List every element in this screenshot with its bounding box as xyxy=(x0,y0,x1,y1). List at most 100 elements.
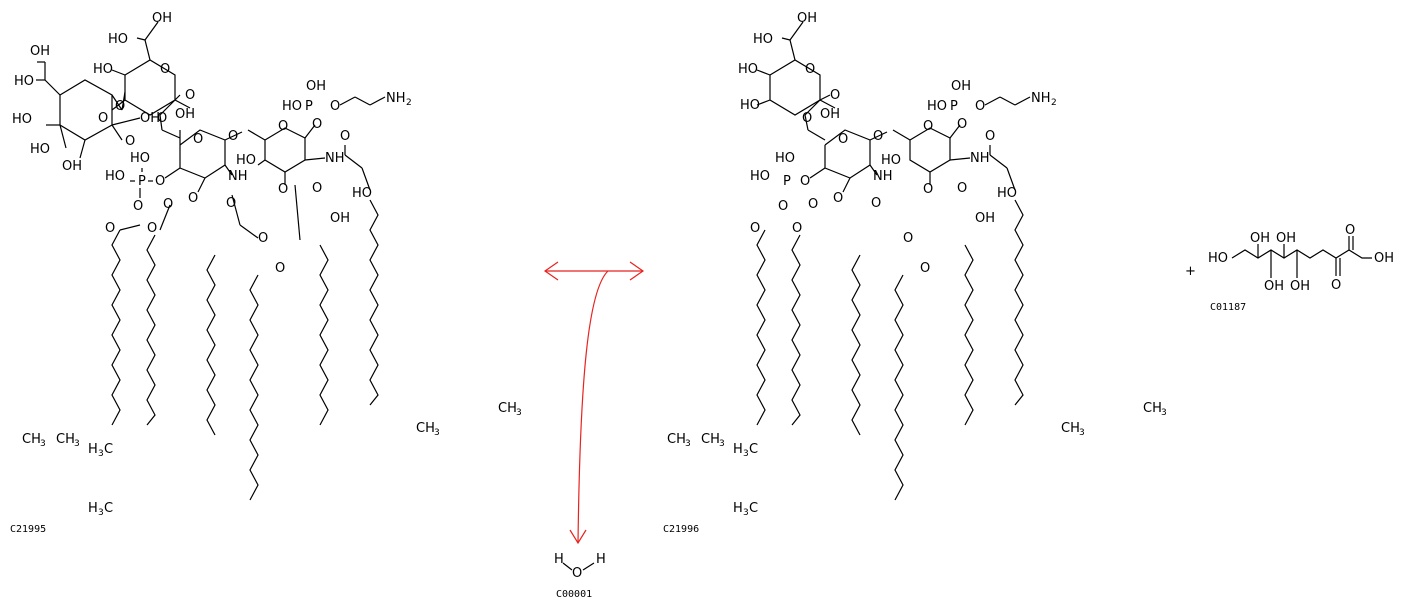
atom-label: O xyxy=(1345,223,1355,238)
atom-label: OH xyxy=(1290,279,1310,294)
compound-id-label: C21996 xyxy=(663,524,699,535)
atom-label: O xyxy=(830,88,840,103)
atom-label: O xyxy=(802,111,812,126)
atom-label: O xyxy=(278,119,288,134)
atom-label: CH xyxy=(416,421,435,436)
atom-label: O xyxy=(157,111,167,126)
glcn-ring-1-product xyxy=(809,129,888,193)
atom-label: OH xyxy=(175,107,195,122)
atom-label: O xyxy=(115,99,125,114)
atom-label: HO xyxy=(1208,251,1228,266)
compound-id-label: C00001 xyxy=(556,589,592,600)
atom-label: O xyxy=(125,134,135,149)
atom-label: HO xyxy=(927,99,947,114)
atom-label: OH xyxy=(152,11,172,26)
kdo-ring-inner xyxy=(111,21,191,139)
atom-label: CH xyxy=(1061,421,1080,436)
atom-label: OH xyxy=(1250,231,1270,246)
atom-label: O xyxy=(226,196,236,211)
atom-label: CH xyxy=(22,432,41,447)
atom-label: O xyxy=(312,181,322,196)
atom-label: O xyxy=(985,129,995,144)
atom-label: HO xyxy=(14,74,34,89)
atom-label: O xyxy=(105,221,115,236)
atom-label: OH xyxy=(330,211,350,226)
atom-label: O xyxy=(923,119,933,134)
atom-label: 3 xyxy=(516,408,522,418)
atom-label: O xyxy=(340,129,350,144)
atom-label: O xyxy=(185,88,195,103)
water-h1: H xyxy=(554,552,564,567)
atom-label: OH xyxy=(975,211,995,226)
atom-label: HO xyxy=(881,153,901,168)
atom-label: O xyxy=(805,62,815,77)
atom-label: HO xyxy=(30,142,50,157)
atom-label: O xyxy=(275,261,285,276)
atom-label: OH xyxy=(62,159,82,174)
atom-label: 3 xyxy=(40,439,46,449)
atom-label: P xyxy=(950,99,958,114)
atom-label: O xyxy=(923,182,933,197)
atom-label: 3 xyxy=(1161,408,1167,418)
plus-sign: + xyxy=(1185,264,1196,279)
atom-label: NH xyxy=(386,91,406,106)
atom-label: HO xyxy=(236,153,256,168)
atom-label: HO xyxy=(352,186,372,201)
atom-label: OH xyxy=(951,79,971,94)
atom-label: O xyxy=(778,199,788,214)
atom-label: 2 xyxy=(1051,98,1057,108)
kdo-ring-product xyxy=(756,21,836,141)
atom-label: H xyxy=(88,442,98,457)
atom-label: HO xyxy=(108,32,128,47)
atom-label: 3 xyxy=(434,428,440,438)
acyl-chains-right xyxy=(756,199,1024,501)
atom-label: P xyxy=(138,174,146,189)
atom-label: HO xyxy=(130,151,150,166)
atom-label: P xyxy=(305,99,313,114)
glcn-ring-2-product xyxy=(892,124,971,185)
compound-id-label: C01187 xyxy=(1210,302,1246,313)
atom-label: O xyxy=(957,181,967,196)
atom-label: O xyxy=(147,221,157,236)
atom-label: O xyxy=(193,132,203,147)
atom-label: O xyxy=(160,62,170,77)
atom-label: C xyxy=(104,501,113,516)
atom-label: O xyxy=(957,117,967,132)
atom-label: HO xyxy=(282,99,302,114)
atom-label: O xyxy=(838,132,848,147)
kdo-molecule-c01187 xyxy=(1231,236,1372,278)
atom-label: NH xyxy=(970,151,990,166)
atom-label: HO xyxy=(12,112,32,127)
atom-label: HO xyxy=(740,98,760,113)
acyl-chains-left xyxy=(111,199,379,501)
atom-label: O xyxy=(871,196,881,211)
atom-label: 3 xyxy=(98,508,104,518)
atom-label: O xyxy=(98,111,108,126)
atom-label: H xyxy=(733,501,743,516)
atom-label: 2 xyxy=(406,98,412,108)
atom-label: C xyxy=(749,501,758,516)
atom-label: O xyxy=(163,197,173,212)
atom-label: CH xyxy=(701,432,720,447)
atom-label: CH xyxy=(498,401,517,416)
atom-label: O xyxy=(808,197,818,212)
atom-label: O xyxy=(278,182,288,197)
atom-label: 3 xyxy=(743,508,749,518)
atom-label: O xyxy=(920,261,930,276)
atom-label: NH xyxy=(228,169,248,184)
kdo-ring-outer xyxy=(36,61,141,159)
glcn-ring-2 xyxy=(247,124,326,185)
atom-label: OH xyxy=(1264,279,1284,294)
atom-label: O xyxy=(833,191,843,206)
atom-label: O xyxy=(312,117,322,132)
water-molecule: H O H xyxy=(554,552,606,581)
reaction-arrow xyxy=(543,261,645,545)
atom-label: C xyxy=(749,442,758,457)
atom-label: CH xyxy=(56,432,75,447)
atom-label: OH xyxy=(820,107,840,122)
atom-label: HO xyxy=(753,32,773,47)
atom-label: HO xyxy=(997,186,1017,201)
atom-label: O xyxy=(903,231,913,246)
atom-label: O xyxy=(792,221,802,236)
atom-label: O xyxy=(750,221,760,236)
